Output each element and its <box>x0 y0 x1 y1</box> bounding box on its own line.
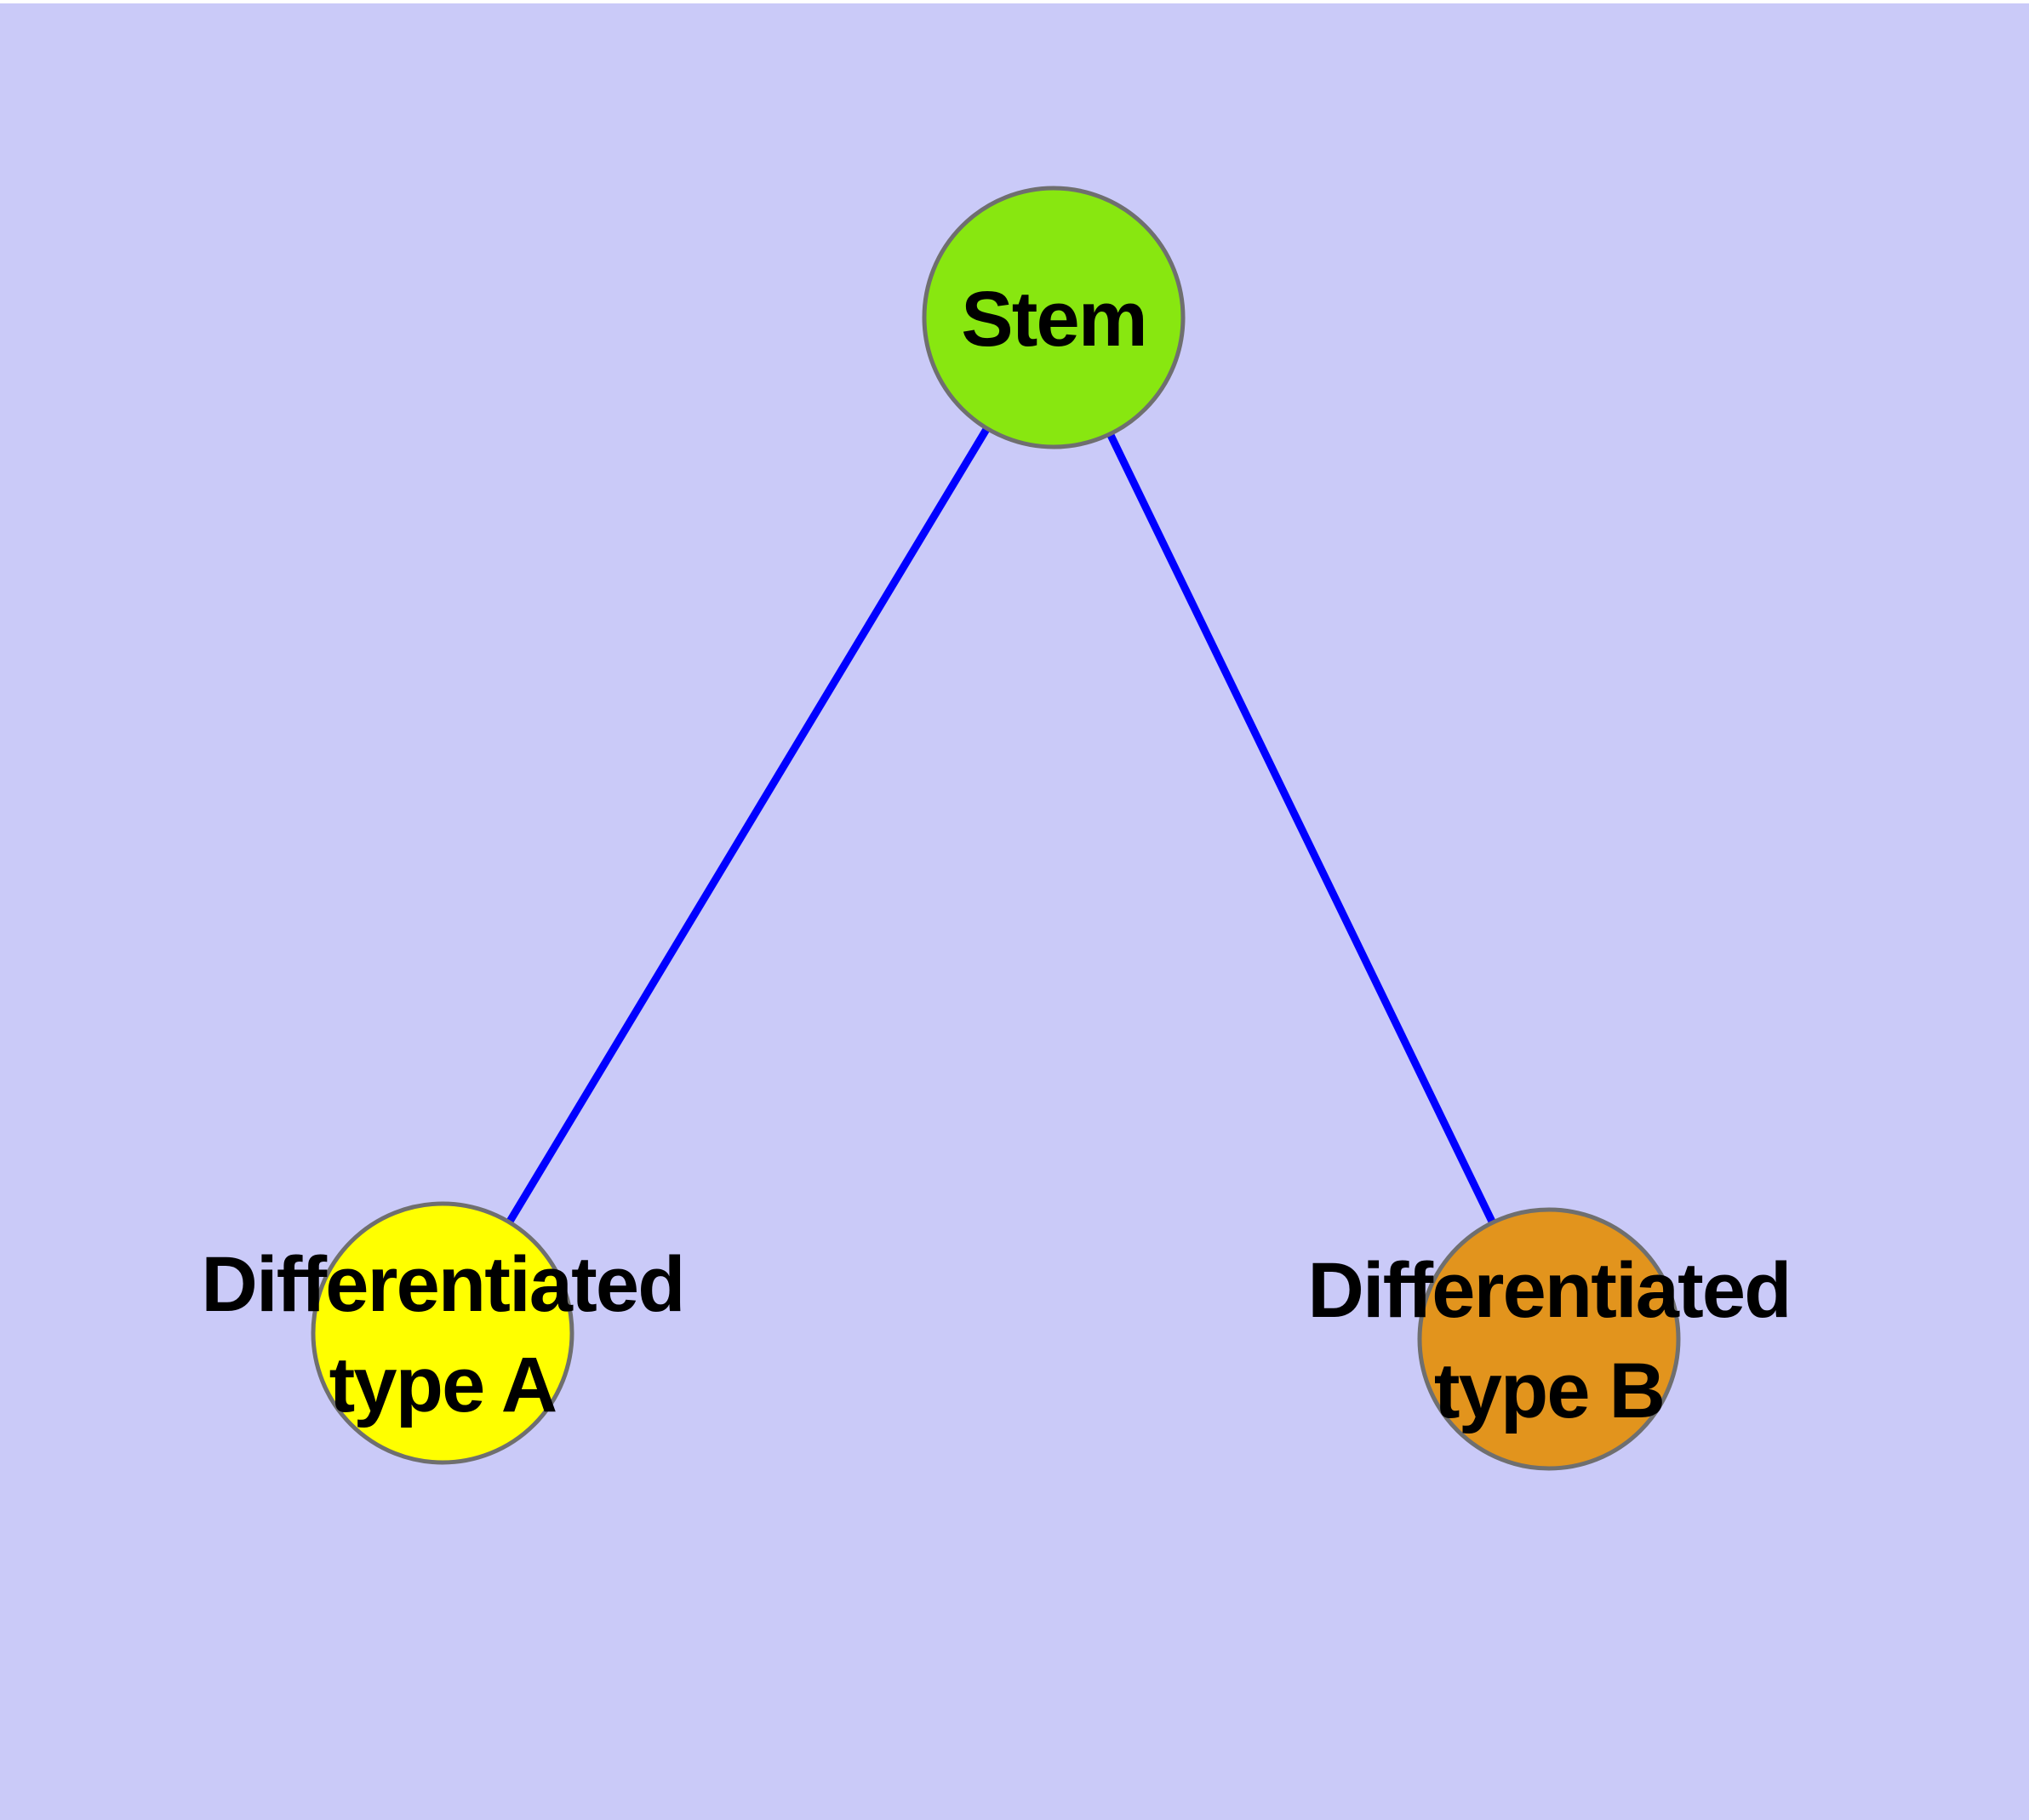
node-typeB-circle <box>1417 1207 1681 1471</box>
node-typeA-label: Differentiated type A <box>201 1241 683 1428</box>
node-typeB-label-line-2: type B <box>1434 1348 1664 1434</box>
node-typeB-label: Differentiated type B <box>1307 1247 1790 1434</box>
node-typeA-circle <box>311 1201 574 1465</box>
node-stem-label-line-1: Stem <box>961 276 1146 363</box>
top-margin <box>0 0 2029 3</box>
edge-stem-typeB <box>1049 316 1553 1341</box>
node-stem-circle <box>922 186 1186 449</box>
node-stem-label: Stem <box>961 276 1146 363</box>
node-typeA-label-line-1: Differentiated <box>201 1241 683 1328</box>
edge-stem-typeA <box>439 315 1057 1336</box>
node-typeA-label-line-2: type A <box>329 1342 557 1428</box>
node-typeB-label-line-1: Differentiated <box>1307 1247 1790 1334</box>
